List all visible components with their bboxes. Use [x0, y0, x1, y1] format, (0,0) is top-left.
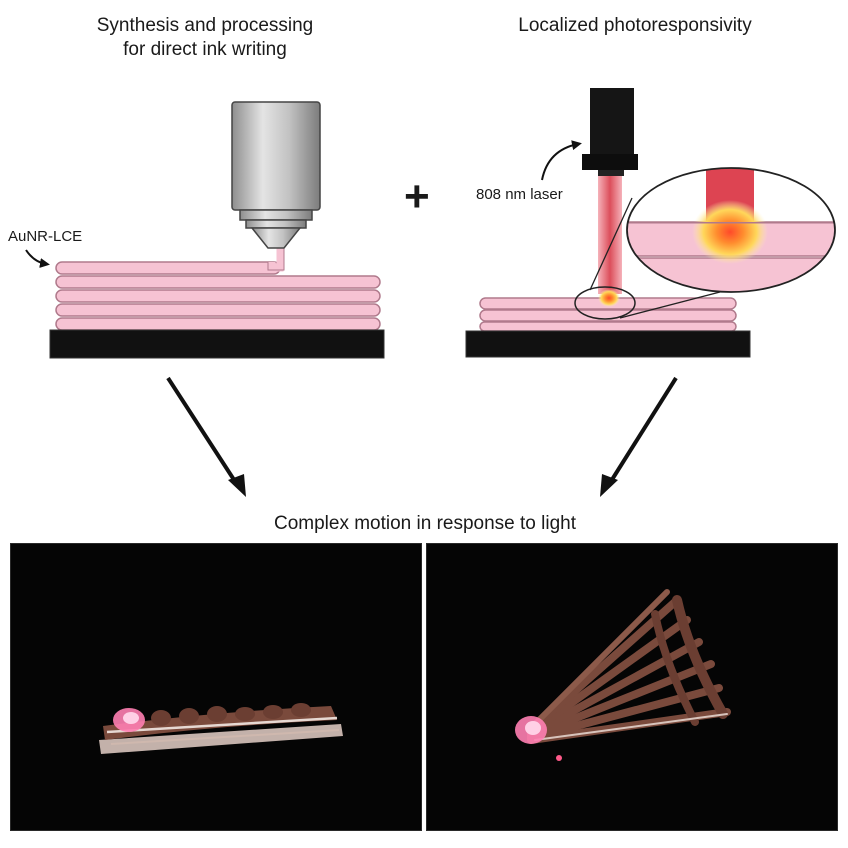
hotspot: [598, 289, 620, 307]
arrow-right-down: [606, 376, 678, 488]
arrow-icon: [25, 249, 50, 268]
left-title-line1: Synthesis and processing: [96, 15, 314, 36]
magnifier-target: [574, 286, 636, 320]
build-plate-left: [49, 329, 385, 359]
magnifier-callout: [626, 167, 836, 293]
laser-head-icon: [582, 88, 638, 176]
plus-symbol: +: [404, 172, 430, 221]
build-plate-right: [465, 330, 751, 358]
material-label: AuNR-LCE: [8, 228, 83, 245]
extruded-filament: [268, 248, 284, 272]
left-panel-title: Synthesis and processing for direct ink …: [55, 14, 355, 62]
photo-flat-actuator: [10, 543, 422, 831]
process-diagram: [25, 88, 836, 497]
laser-label: 808 nm laser: [476, 186, 563, 203]
laser-beam: [598, 176, 622, 294]
left-title-line2: for direct ink writing: [123, 39, 287, 60]
bottom-title: Complex motion in response to light: [273, 513, 577, 534]
right-panel-title: Localized photoresponsivity: [518, 15, 752, 36]
nozzle-icon: [231, 101, 321, 249]
photo-bent-actuator: [426, 543, 838, 831]
arrow-left-down: [166, 376, 240, 488]
printed-layers-left: [55, 261, 381, 331]
